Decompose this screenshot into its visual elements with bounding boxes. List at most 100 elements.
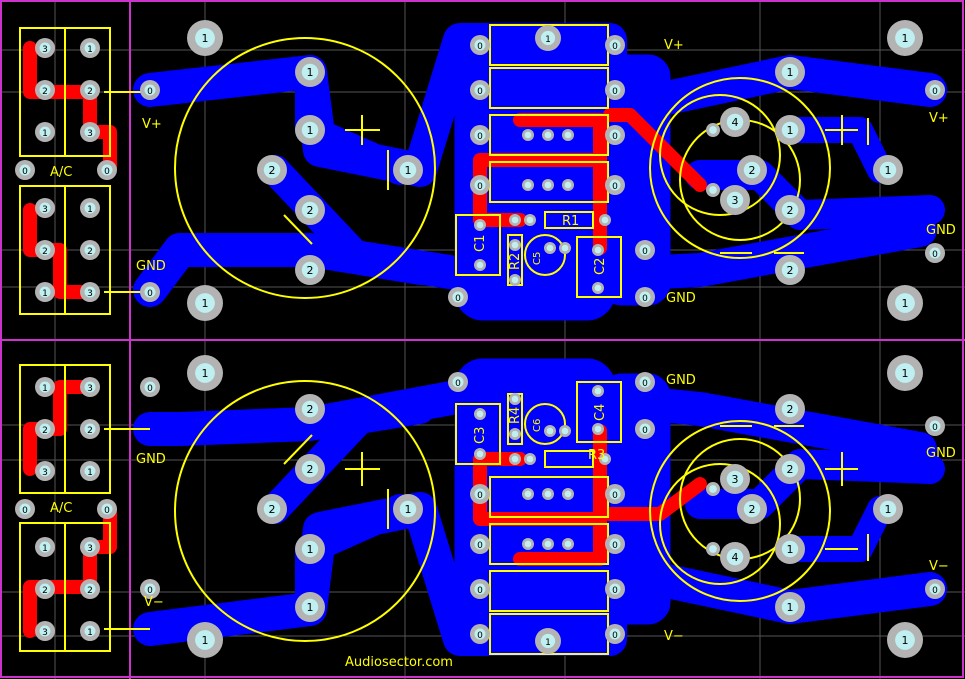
top-cap-right-pad-5: 2 <box>775 255 805 285</box>
top-ac-pad-left: 0 <box>15 160 35 180</box>
bottom-input-upper-label: GND <box>136 452 166 467</box>
svg-text:0: 0 <box>477 42 483 52</box>
bottom-header-upper-pad-0: 3 <box>35 621 55 641</box>
top-reg-pad-2: 0 <box>470 125 490 145</box>
bottom-cap-left-pad-1: 1 <box>295 534 325 564</box>
top-cap-left-pad-3: 2 <box>257 155 287 185</box>
top-reg-pad-5: 0 <box>605 80 625 100</box>
svg-text:2: 2 <box>307 264 314 277</box>
svg-text:1: 1 <box>405 164 412 177</box>
top-header-upper-pad-1: 1 <box>80 38 100 58</box>
bottom-small-pad-3 <box>522 488 534 500</box>
bottom-header-upper-pad-3: 2 <box>80 579 100 599</box>
svg-text:0: 0 <box>932 423 938 433</box>
r4-label: R4 <box>508 407 523 424</box>
bottom-reg-pad-10: 0 <box>635 419 655 439</box>
bottom-cap-right-pad-4: 2 <box>775 454 805 484</box>
svg-text:0: 0 <box>932 586 938 596</box>
bottom-small-pad-16 <box>592 385 604 397</box>
top-small-pad-2 <box>562 129 574 141</box>
top-ac-label: A/C <box>50 165 72 180</box>
svg-text:0: 0 <box>612 87 618 97</box>
svg-text:3: 3 <box>732 473 739 486</box>
svg-text:2: 2 <box>749 164 756 177</box>
c2-label: C2 <box>593 258 608 275</box>
bottom-reg-pad-7: 0 <box>605 484 625 504</box>
svg-text:0: 0 <box>477 132 483 142</box>
svg-text:2: 2 <box>42 426 48 436</box>
bottom-small-pad-4 <box>542 488 554 500</box>
svg-text:0: 0 <box>477 87 483 97</box>
svg-text:2: 2 <box>749 503 756 516</box>
bottom-cap-right-pad-1: 1 <box>775 534 805 564</box>
svg-text:3: 3 <box>42 205 48 215</box>
bottom-input-pad-upper: 0 <box>140 579 160 599</box>
bottom-cap-left-pad-5: 2 <box>295 394 325 424</box>
c6-label: C6 <box>532 419 543 432</box>
top-cap-left-pad-4: 2 <box>295 195 325 225</box>
bottom-ac-pad-left: 0 <box>15 499 35 519</box>
top-small-pad-0 <box>522 129 534 141</box>
c3-label: C3 <box>473 427 488 444</box>
bottom-cap-right-pad-5: 2 <box>775 394 805 424</box>
top-output-pad-lower: 0 <box>925 243 945 263</box>
top-input-lower-label: GND <box>136 259 166 274</box>
svg-text:1: 1 <box>307 124 314 137</box>
top-reg-center-pad: 1 <box>535 25 561 51</box>
bottom-copper-bottom <box>133 358 947 656</box>
bottom-header-lower-pad-3: 2 <box>80 419 100 439</box>
top-reg-pad-7: 0 <box>605 175 625 195</box>
bottom-small-pad-7 <box>524 453 536 465</box>
top-cap-right-pad-6: 3 <box>720 185 750 215</box>
top-cap-right-small-1 <box>706 123 720 137</box>
svg-text:2: 2 <box>787 463 794 476</box>
bottom-small-pad-5 <box>562 488 574 500</box>
svg-text:1: 1 <box>787 124 794 137</box>
svg-text:1: 1 <box>885 503 892 516</box>
top-ac-pad-right: 0 <box>97 160 117 180</box>
top-small-pad-13 <box>544 242 556 254</box>
svg-text:0: 0 <box>477 491 483 501</box>
mounting-pad-3: 1 <box>887 285 923 321</box>
bottom-small-pad-2 <box>562 538 574 550</box>
bottom-header-upper-pad-1: 1 <box>80 621 100 641</box>
svg-text:0: 0 <box>22 506 28 516</box>
bottom-regulator-gnd-label: GND <box>666 373 696 388</box>
svg-text:0: 0 <box>932 250 938 260</box>
top-reg-pad-1: 0 <box>470 80 490 100</box>
svg-text:2: 2 <box>42 87 48 97</box>
svg-text:0: 0 <box>147 586 153 596</box>
svg-text:1: 1 <box>307 543 314 556</box>
bottom-cap-left-pad-0: 1 <box>295 592 325 622</box>
svg-text:4: 4 <box>732 116 739 129</box>
top-small-pad-15 <box>592 244 604 256</box>
bottom-small-pad-12 <box>509 393 521 405</box>
bottom-cap-right-pad-2: 1 <box>873 494 903 524</box>
top-cap-left-pad-1: 1 <box>295 115 325 145</box>
top-header-upper-pad-3: 2 <box>80 80 100 100</box>
bottom-small-pad-10 <box>474 408 486 420</box>
svg-text:0: 0 <box>932 87 938 97</box>
svg-text:2: 2 <box>87 586 93 596</box>
bottom-small-pad-11 <box>509 428 521 440</box>
svg-text:0: 0 <box>612 182 618 192</box>
bottom-polarity-marks <box>345 452 858 486</box>
top-small-pad-11 <box>509 239 521 251</box>
top-input-pad-upper: 0 <box>140 80 160 100</box>
mounting-pad-7: 1 <box>887 622 923 658</box>
top-reg-pad-0: 0 <box>470 35 490 55</box>
bottom-reg-pad-8: 0 <box>448 372 468 392</box>
r3-label: R3 <box>588 448 605 463</box>
mounting-pad-5: 1 <box>887 355 923 391</box>
svg-text:1: 1 <box>202 367 209 380</box>
svg-text:0: 0 <box>642 379 648 389</box>
top-small-pad-10 <box>474 259 486 271</box>
svg-text:1: 1 <box>405 503 412 516</box>
c1-label: C1 <box>473 235 488 252</box>
svg-text:0: 0 <box>147 384 153 394</box>
bottom-ac-label: A/C <box>50 501 72 516</box>
svg-text:0: 0 <box>612 586 618 596</box>
